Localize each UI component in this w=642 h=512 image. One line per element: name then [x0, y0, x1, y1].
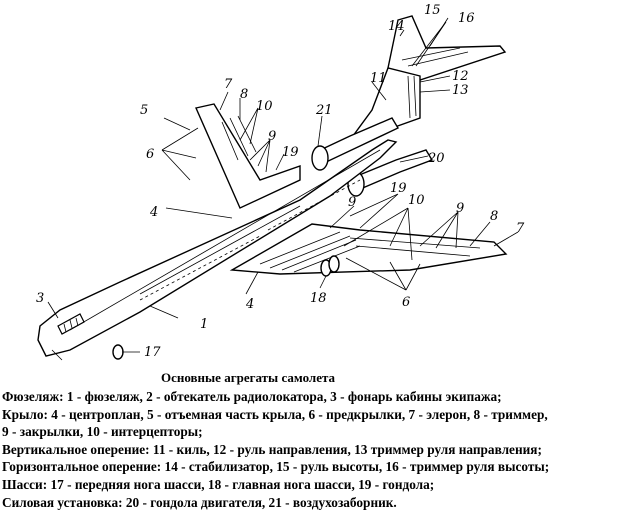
- callout-10: 10: [256, 99, 273, 114]
- callout-2: 2: [69, 369, 78, 370]
- callout-9c: 9: [456, 201, 464, 216]
- legend-line-wing: Крыло: 4 - центроплан, 5 - отъемная част…: [2, 406, 548, 422]
- callout-7b: 7: [516, 221, 525, 236]
- callout-9b: 9: [348, 195, 356, 210]
- landing-gear: [112, 255, 340, 360]
- near-wing: [229, 223, 508, 275]
- callout-20: 20: [427, 151, 445, 166]
- horizontal-stabilizer: [387, 15, 507, 81]
- figure-caption: Основные агрегаты самолета: [160, 370, 336, 385]
- aircraft-drawing: 1 2 3 4 4 5 6 6 7 7 8 8 9 9 9 10 10 11 1…: [36, 3, 525, 370]
- legend-line-wing-cont: 9 - закрылки, 10 - интерцепторы;: [2, 424, 203, 440]
- callout-6b: 6: [402, 295, 410, 310]
- leader-lines: [47, 17, 519, 361]
- callout-16: 16: [458, 11, 475, 26]
- legend-line-powerplant: Силовая установка: 20 - гондола двигател…: [2, 494, 397, 510]
- callout-18: 18: [310, 291, 327, 306]
- fuselage: [37, 139, 398, 357]
- callout-1: 1: [200, 317, 208, 332]
- callout-10b: 10: [408, 193, 425, 208]
- far-wing: [195, 103, 301, 209]
- callout-9: 9: [268, 129, 276, 144]
- legend-line-horizontal-tail: Горизонтальное оперение: 14 - стабилизат…: [2, 459, 550, 475]
- callout-numbers: 1 2 3 4 4 5 6 6 7 7 8 8 9 9 9 10 10 11 1…: [36, 3, 525, 370]
- callout-13: 13: [452, 83, 469, 98]
- callout-17: 17: [144, 345, 161, 360]
- callout-5: 5: [140, 103, 148, 118]
- callout-21: 21: [315, 103, 333, 118]
- callout-7: 7: [224, 77, 233, 92]
- callout-12: 12: [452, 69, 469, 84]
- callout-19: 19: [282, 145, 299, 160]
- legend: Фюзеляж: 1 - фюзеляж, 2 - обтекатель рад…: [2, 388, 642, 511]
- callout-8b: 8: [490, 209, 498, 224]
- callout-19b: 19: [390, 181, 407, 196]
- cockpit-windows: [57, 313, 85, 335]
- callout-4b: 4: [245, 297, 254, 312]
- legend-line-landing-gear: Шасси: 17 - передняя нога шасси, 18 - гл…: [2, 476, 435, 492]
- callout-3: 3: [36, 291, 44, 306]
- callout-8: 8: [240, 87, 248, 102]
- callout-15: 15: [424, 3, 441, 18]
- legend-line-fuselage: Фюзеляж: 1 - фюзеляж, 2 - обтекатель рад…: [2, 389, 502, 404]
- callout-4: 4: [149, 205, 158, 220]
- callout-11: 11: [370, 71, 387, 86]
- legend-line-vertical-tail: Вертикальное оперение: 11 - киль, 12 - р…: [2, 441, 542, 457]
- cabin-windows: [139, 179, 361, 301]
- callout-14: 14: [388, 19, 405, 34]
- callout-6: 6: [146, 147, 154, 162]
